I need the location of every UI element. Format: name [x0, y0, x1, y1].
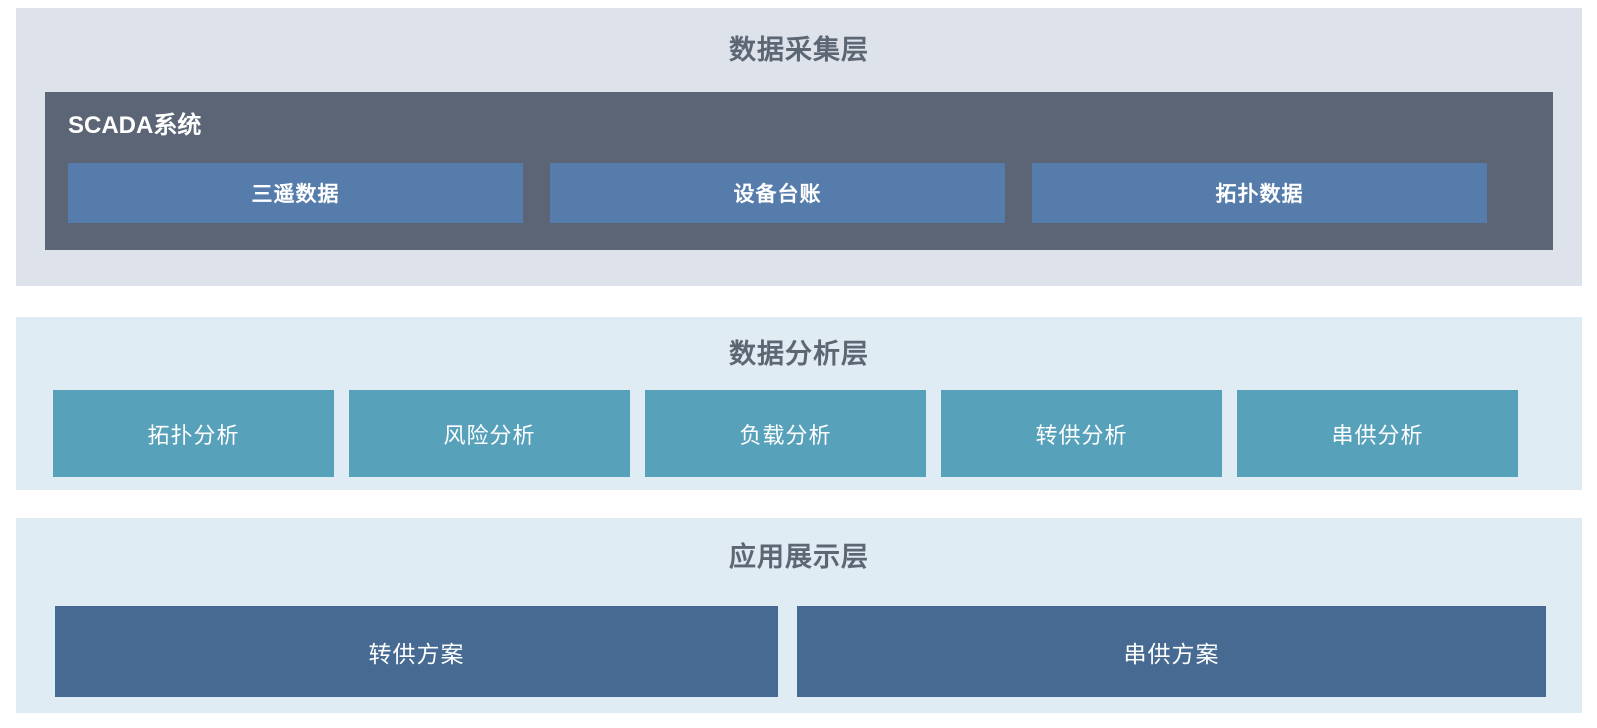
scada-panel: SCADA系统 三遥数据 设备台账 拓扑数据: [45, 92, 1553, 250]
layer-data-analysis-title: 数据分析层: [729, 339, 869, 369]
scada-item-telemetry-data: 三遥数据: [68, 163, 523, 223]
analysis-item-serial-supply-analysis: 串供分析: [1237, 390, 1518, 477]
application-item-transfer-supply-plan: 转供方案: [55, 606, 778, 697]
scada-items-row: 三遥数据 设备台账 拓扑数据: [68, 163, 1530, 223]
scada-panel-title: SCADA系统: [68, 112, 202, 139]
layer-data-analysis: 数据分析层 拓扑分析 风险分析 负载分析 转供分析 串供分析: [16, 317, 1582, 490]
layer-data-collection: 数据采集层 SCADA系统 三遥数据 设备台账 拓扑数据: [16, 8, 1582, 286]
analysis-items-row: 拓扑分析 风险分析 负载分析 转供分析 串供分析: [53, 390, 1582, 477]
analysis-item-load-analysis: 负载分析: [645, 390, 926, 477]
scada-item-equipment-ledger: 设备台账: [550, 163, 1005, 223]
layer-data-collection-title: 数据采集层: [729, 35, 869, 65]
analysis-item-risk-analysis: 风险分析: [349, 390, 630, 477]
analysis-item-transfer-supply-analysis: 转供分析: [941, 390, 1222, 477]
application-items-row: 转供方案 串供方案: [55, 606, 1546, 697]
layer-application-display-title: 应用展示层: [729, 542, 869, 572]
analysis-item-topology-analysis: 拓扑分析: [53, 390, 334, 477]
scada-item-topology-data: 拓扑数据: [1032, 163, 1487, 223]
application-item-serial-supply-plan: 串供方案: [797, 606, 1546, 697]
layer-application-display: 应用展示层 转供方案 串供方案: [16, 518, 1582, 713]
